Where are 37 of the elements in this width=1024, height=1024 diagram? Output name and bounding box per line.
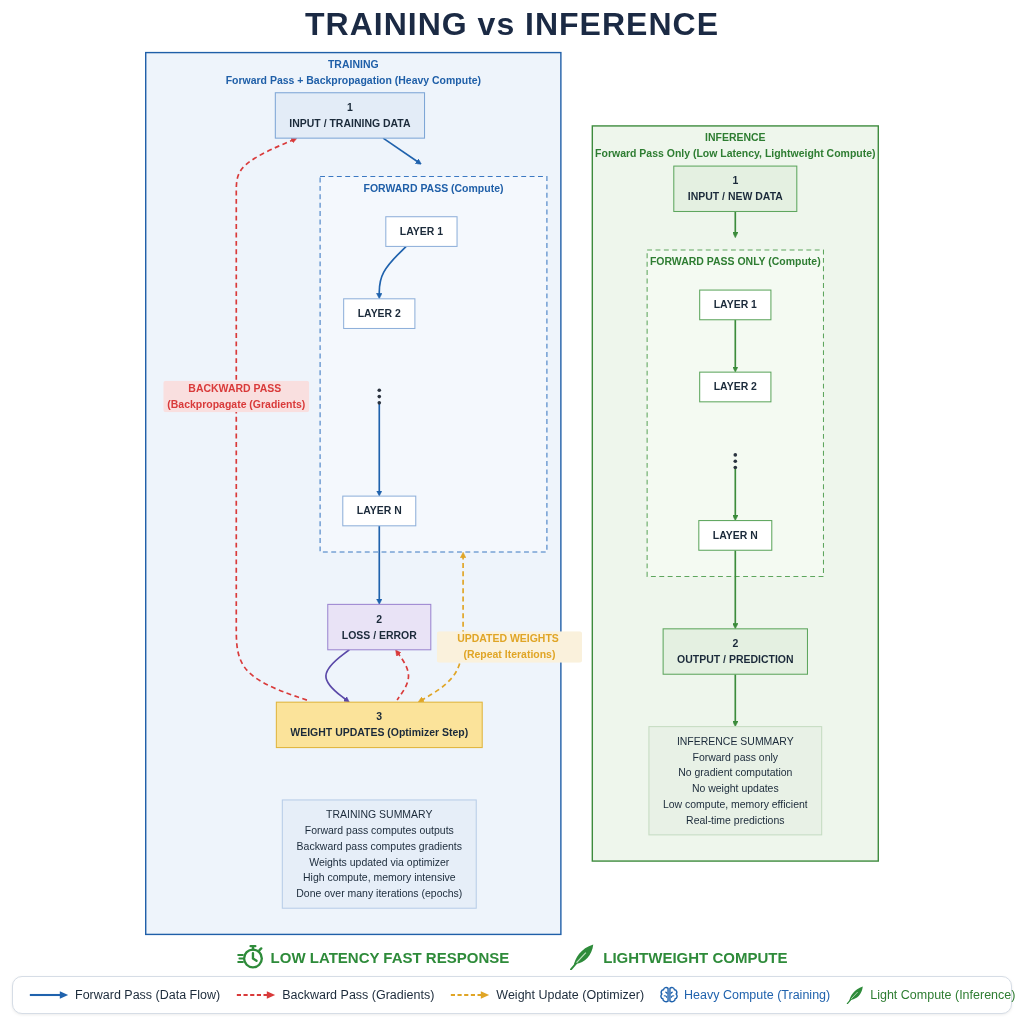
process-box: LAYER 1 [699, 289, 772, 321]
arrow [732, 673, 739, 727]
arrow [376, 402, 383, 497]
arrow [732, 467, 739, 521]
process-box: LAYER N [342, 495, 417, 527]
arrow [382, 137, 422, 165]
legend-label: Backward Pass (Gradients) [282, 988, 435, 1002]
edge-label: BACKWARD PASS (Backpropagate (Gradients) [163, 380, 310, 413]
arrow [395, 649, 410, 701]
process-box: LAYER 1 [385, 216, 458, 247]
arrow [376, 245, 407, 300]
note-text: LIGHTWEIGHT COMPUTE [603, 948, 788, 966]
arrow [732, 549, 739, 630]
title: TRAINING vs INFERENCE [305, 6, 719, 43]
legend-label: Light Compute (Inference) [870, 988, 1016, 1002]
process-box: 1 INPUT / NEW DATA [673, 165, 798, 212]
legend-label: Forward Pass (Data Flow) [75, 988, 221, 1002]
legend-label: Weight Update (Optimizer) [496, 988, 645, 1002]
process-box: LAYER N [698, 520, 773, 551]
ellipsis-dots [377, 388, 382, 405]
arrow [376, 524, 383, 605]
process-box: 1 INPUT / TRAINING DATA [274, 92, 426, 139]
arrow [732, 210, 739, 238]
summary-box: TRAINING SUMMARY Forward pass computes outputs Backward pass computes gradients Weights updated via optimizer High compute, memory intensive Done over many iterations (epochs) [281, 799, 477, 909]
summary-box: INFERENCE SUMMARY Forward pass only No gradient computation No weight updates Low compute, memory efficient Real-time predictions [648, 726, 823, 836]
process-box: LAYER 2 [699, 371, 772, 403]
edge-label: UPDATED WEIGHTS (Repeat Iterations) [436, 631, 583, 663]
ellipsis-dots [733, 453, 738, 470]
arrow [732, 318, 739, 373]
process-box: 2 LOSS / ERROR [327, 603, 432, 651]
note-text: LOW LATENCY FAST RESPONSE [270, 948, 510, 966]
legend-label: Heavy Compute (Training) [684, 988, 831, 1002]
process-box: 2 OUTPUT / PREDICTION [662, 628, 808, 675]
process-box: LAYER 2 [343, 298, 416, 329]
arrow [325, 648, 351, 703]
process-box: 3 WEIGHT UPDATES (Optimizer Step) [275, 701, 483, 749]
arrow [417, 552, 467, 703]
